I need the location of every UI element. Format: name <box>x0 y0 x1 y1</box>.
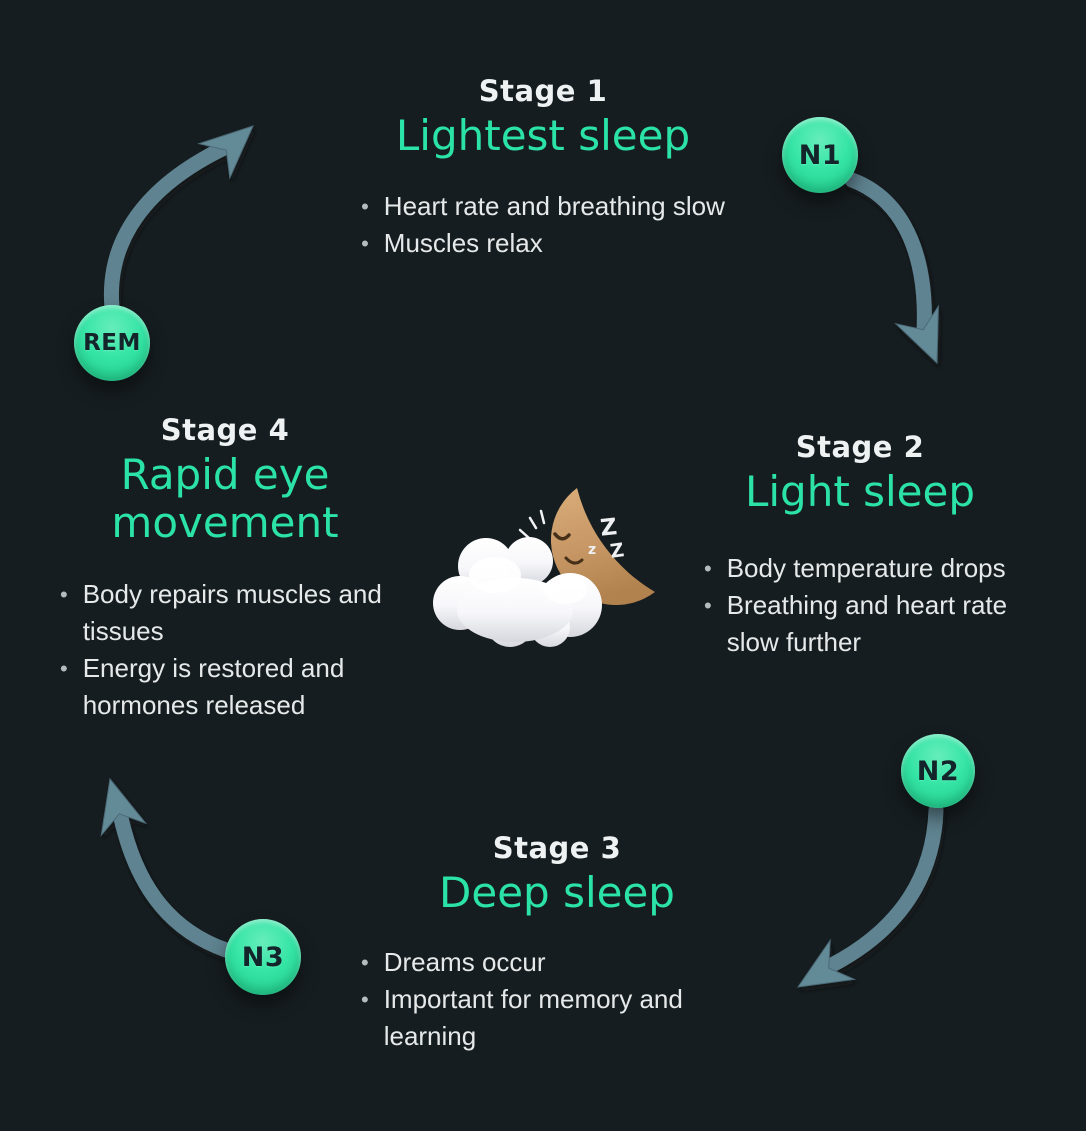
bullet-text: Body repairs muscles and tissues <box>82 579 382 646</box>
bullet-text: Muscles relax <box>383 228 543 258</box>
bullet-item: • Body temperature drops <box>704 550 1016 587</box>
bullet-item: • Body repairs muscles and tissues <box>60 576 390 650</box>
stage-4-title: Rapid eye movement <box>111 450 339 547</box>
stage-3-bullets: • Dreams occur • Important for memory an… <box>361 944 753 1055</box>
bullet-item: • Energy is restored and hormones releas… <box>60 650 390 724</box>
stage-4-section: Stage 4 Rapid eye movement • Body repair… <box>25 413 425 724</box>
bullet-text: Breathing and heart rate slow further <box>726 590 1008 657</box>
bullet-dot-icon: • <box>704 593 712 618</box>
badge-n3: N3 <box>225 919 301 995</box>
cloud-icon <box>433 537 602 647</box>
svg-text:Z: Z <box>599 514 618 542</box>
bullet-item: • Dreams occur <box>361 944 753 981</box>
bullet-dot-icon: • <box>60 656 68 681</box>
sparkle-icon <box>518 509 546 540</box>
stage-1-section: Stage 1 Lightest sleep • Heart rate and … <box>243 74 843 262</box>
stage-1-title: Lightest sleep <box>395 111 691 160</box>
stage-1-bullets: • Heart rate and breathing slow • Muscle… <box>361 188 725 262</box>
bullet-dot-icon: • <box>361 987 369 1012</box>
zzz-icon: Z z Z <box>588 514 626 563</box>
bullet-dot-icon: • <box>361 950 369 975</box>
stage-2-bullets: • Body temperature drops • Breathing and… <box>704 550 1016 661</box>
stage-3-label: Stage 3 <box>492 831 622 865</box>
bullet-text: Body temperature drops <box>726 553 1006 583</box>
arrow-n1-to-stage2 <box>844 172 939 365</box>
arrow-n3-to-stage4 <box>100 777 234 958</box>
badge-rem: REM <box>74 305 150 381</box>
badge-n2: N2 <box>901 734 975 808</box>
badge-n1: N1 <box>782 117 858 193</box>
bullet-text: Energy is restored and hormones released <box>82 653 345 720</box>
arrow-rem-to-stage1 <box>103 125 254 316</box>
arrow-n2-to-stage3 <box>796 802 944 988</box>
closed-eye-icon <box>553 532 571 541</box>
bullet-dot-icon: • <box>60 582 68 607</box>
smile-icon <box>564 556 584 565</box>
bullet-text: Dreams occur <box>383 947 546 977</box>
bullet-item: • Muscles relax <box>361 225 725 262</box>
svg-text:z: z <box>588 542 596 558</box>
bullet-item: • Heart rate and breathing slow <box>361 188 725 225</box>
bullet-dot-icon: • <box>361 231 369 256</box>
stage-1-label: Stage 1 <box>478 74 608 108</box>
bullet-text: Important for memory and learning <box>383 984 683 1051</box>
moon-cloud-illustration: Z z Z <box>433 488 655 647</box>
bullet-item: • Important for memory and learning <box>361 981 753 1055</box>
stage-3-title: Deep sleep <box>439 868 675 917</box>
bullet-dot-icon: • <box>361 194 369 219</box>
stage-2-section: Stage 2 Light sleep • Body temperature d… <box>660 430 1060 661</box>
bullet-item: • Breathing and heart rate slow further <box>704 587 1016 661</box>
stage-4-bullets: • Body repairs muscles and tissues • Ene… <box>60 576 390 724</box>
stage-2-label: Stage 2 <box>795 430 925 464</box>
svg-text:Z: Z <box>609 539 626 563</box>
stage-4-label: Stage 4 <box>160 413 290 447</box>
bullet-dot-icon: • <box>704 556 712 581</box>
stage-3-section: Stage 3 Deep sleep • Dreams occur • Impo… <box>307 831 807 1055</box>
stage-2-title: Light sleep <box>744 467 976 516</box>
bullet-text: Heart rate and breathing slow <box>383 191 725 221</box>
